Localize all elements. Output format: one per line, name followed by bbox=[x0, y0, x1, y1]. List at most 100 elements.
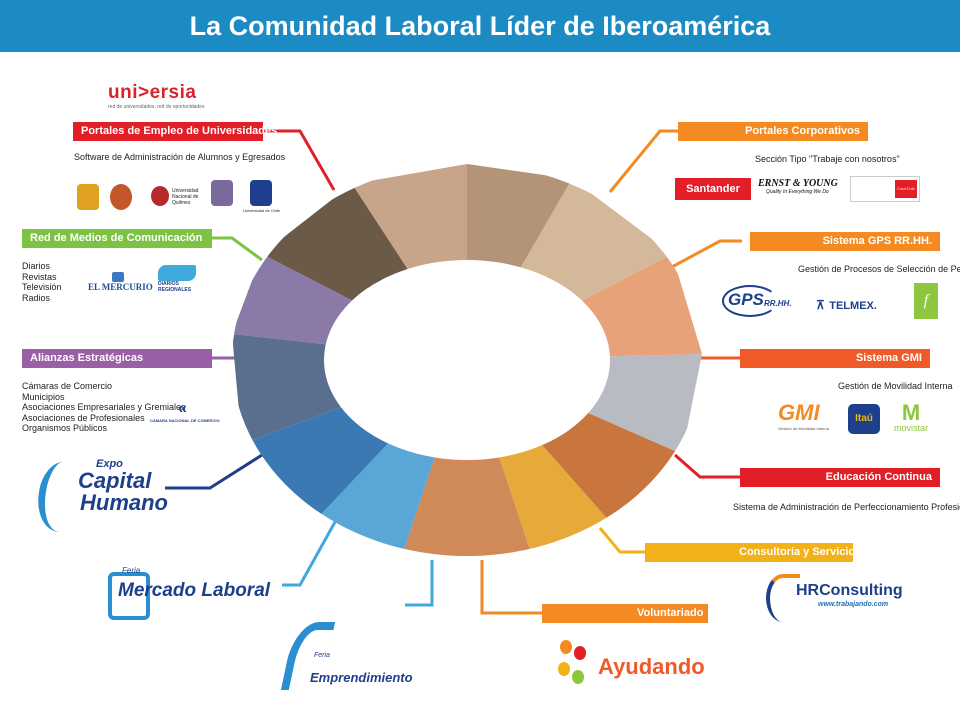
movistar-logo: M movistar bbox=[894, 400, 928, 433]
universia-wordmark: uni>ersia bbox=[108, 82, 197, 103]
hrconsulting-arc-icon bbox=[766, 574, 800, 622]
band-label: Voluntariado bbox=[637, 607, 704, 619]
desc-line: Diarios bbox=[22, 261, 51, 271]
falabella-logo: f bbox=[914, 283, 938, 319]
band-label: Consultoría y Servicios bbox=[739, 546, 862, 558]
universia-logo: uni>ersia red de universidades, red de o… bbox=[108, 82, 204, 110]
movistar-m-icon: M bbox=[901, 400, 921, 425]
desc-portales-corporativos: Sección Tipo "Trabaje con nosotros" bbox=[755, 154, 900, 165]
telmex-icon: ⊼ bbox=[816, 298, 825, 312]
desc-line: Radios bbox=[22, 292, 51, 303]
desc-red-medios: Diarios Revistas Televisión Radios bbox=[22, 261, 62, 303]
gmi-logo: GMI Gestión de Movilidad Interna bbox=[778, 400, 829, 431]
band-label: Portales de Empleo de Universidades bbox=[81, 125, 278, 137]
desc-line: Sección Tipo "Trabaje con nosotros" bbox=[755, 154, 900, 164]
band-label: Sistema GPS RR.HH. bbox=[822, 235, 932, 247]
university-seal-5-icon bbox=[250, 180, 272, 206]
university-seal-3-icon bbox=[151, 186, 169, 206]
ernst-young-text: ERNST & YOUNG bbox=[758, 178, 838, 189]
movistar-text: movistar bbox=[894, 423, 929, 433]
gps-text: GPS bbox=[728, 290, 764, 309]
coca-cola-badge: Coca-Cola bbox=[895, 180, 917, 198]
band-label: Red de Medios de Comunicación bbox=[30, 232, 203, 244]
connector-mercado bbox=[282, 521, 337, 587]
desc-alianzas: Cámaras de Comercio Municipios Asociacio… bbox=[22, 381, 186, 434]
hand-yellow bbox=[558, 662, 570, 676]
university-seal-1-icon bbox=[77, 184, 99, 210]
camara-comercio-text: CÁMARA NACIONAL DE COMERCIO bbox=[150, 418, 220, 423]
connector-voluntariado bbox=[480, 560, 542, 615]
ayudando-hands-icon bbox=[556, 640, 592, 692]
desc-line: Software de Administración de Alumnos y … bbox=[74, 152, 286, 162]
connector-gps bbox=[669, 239, 742, 270]
page-title: La Comunidad Laboral Líder de Iberoaméri… bbox=[189, 11, 771, 41]
university-logo-chile: Universidad de Chile bbox=[243, 208, 280, 213]
connector-consultoria bbox=[598, 527, 645, 554]
connector-educacion bbox=[674, 453, 742, 479]
logo-text: Universidad de Chile bbox=[243, 208, 280, 213]
logo-text: Coca-Cola bbox=[897, 186, 915, 191]
el-mercurio-logo: EL MERCURIO bbox=[88, 272, 153, 292]
gmi-text: GMI bbox=[778, 400, 820, 425]
logo-text: Santander bbox=[686, 183, 740, 195]
university-seal-4-icon bbox=[211, 180, 233, 206]
desc-line: Asociaciones Empresariales y Gremiales bbox=[22, 402, 186, 412]
ernst-young-logo: ERNST & YOUNG Quality In Everything We D… bbox=[758, 178, 838, 195]
photo-ring bbox=[232, 164, 702, 556]
diarios-regionales-logo: DIARIOS REGIONALES bbox=[158, 265, 196, 293]
expo-humano-text: Humano bbox=[80, 490, 168, 515]
connector-emprendimiento bbox=[405, 560, 434, 607]
desc-line: Sistema de Administración de Perfecciona… bbox=[733, 502, 960, 512]
telmex-logo: ⊼ TELMEX. bbox=[816, 296, 877, 314]
desc-educacion: Sistema de Administración de Perfecciona… bbox=[733, 502, 960, 513]
desc-line: Cámaras de Comercio bbox=[22, 381, 113, 391]
ayudando-text: Ayudando bbox=[598, 654, 705, 679]
band-label: Alianzas Estratégicas bbox=[30, 352, 144, 364]
el-mercurio-text: EL MERCURIO bbox=[88, 282, 153, 292]
feria-label: Feria bbox=[122, 566, 141, 575]
connector-corporativos bbox=[608, 129, 680, 193]
logo-text: Itaú bbox=[855, 413, 873, 424]
desc-line: Municipios bbox=[22, 391, 65, 402]
connector-expo bbox=[165, 453, 263, 490]
hand-green bbox=[572, 670, 584, 684]
santander-logo: Santander bbox=[675, 178, 751, 200]
coca-cola-logo: Coca-Cola bbox=[850, 176, 920, 202]
band-label: Sistema GMI bbox=[855, 352, 922, 364]
mercado-laboral-text: Mercado Laboral bbox=[118, 580, 271, 601]
hand-red bbox=[574, 646, 586, 660]
el-mercurio-icon bbox=[112, 272, 124, 282]
hand-orange bbox=[560, 640, 572, 654]
rrhh-text: RR.HH. bbox=[764, 299, 792, 308]
universia-tagline: red de universidades, red de oportunidad… bbox=[108, 104, 205, 110]
desc-gps: Gestión de Procesos de Selección de Pers… bbox=[798, 264, 960, 275]
feria-label: Feria bbox=[314, 652, 330, 659]
itau-logo: Itaú bbox=[848, 404, 880, 434]
expo-label: Expo bbox=[96, 458, 123, 470]
connector-red-medios bbox=[210, 236, 263, 262]
desc-line: Televisión bbox=[22, 282, 62, 292]
band-gps: Sistema GPS RR.HH. bbox=[750, 232, 940, 251]
band-voluntariado: Voluntariado bbox=[542, 604, 708, 623]
connector-portales-universidades bbox=[255, 129, 336, 191]
band-gmi: Sistema GMI bbox=[740, 349, 930, 368]
hrconsulting-url: www.trabajando.com bbox=[818, 601, 889, 608]
band-red-medios: Red de Medios de Comunicación bbox=[22, 229, 212, 248]
telmex-text: TELMEX. bbox=[829, 300, 877, 312]
university-logo-quilmes: Universidad Nacional de Quilmes bbox=[172, 188, 202, 206]
band-educacion: Educación Continua bbox=[740, 468, 940, 487]
desc-line: Gestión de Movilidad Interna bbox=[838, 381, 953, 391]
university-seal-2-icon bbox=[110, 184, 132, 210]
camara-comercio-icon: « bbox=[178, 400, 187, 417]
ernst-young-tagline: Quality In Everything We Do bbox=[766, 189, 829, 195]
diarios-regionales-icon bbox=[158, 265, 196, 281]
desc-line: Gestión de Procesos de Selección de Pers… bbox=[798, 264, 960, 274]
camara-comercio-logo: « CÁMARA NACIONAL DE COMERCIO bbox=[150, 400, 220, 423]
hrconsulting-text: HRConsulting bbox=[796, 582, 903, 599]
band-consultoria: Consultoría y Servicios bbox=[645, 543, 861, 562]
emprendimiento-text: Emprendimiento bbox=[310, 670, 413, 685]
diarios-regionales-text: DIARIOS REGIONALES bbox=[158, 281, 192, 293]
desc-line: Organismos Públicos bbox=[22, 423, 108, 433]
desc-portales-universidades: Software de Administración de Alumnos y … bbox=[74, 152, 285, 163]
